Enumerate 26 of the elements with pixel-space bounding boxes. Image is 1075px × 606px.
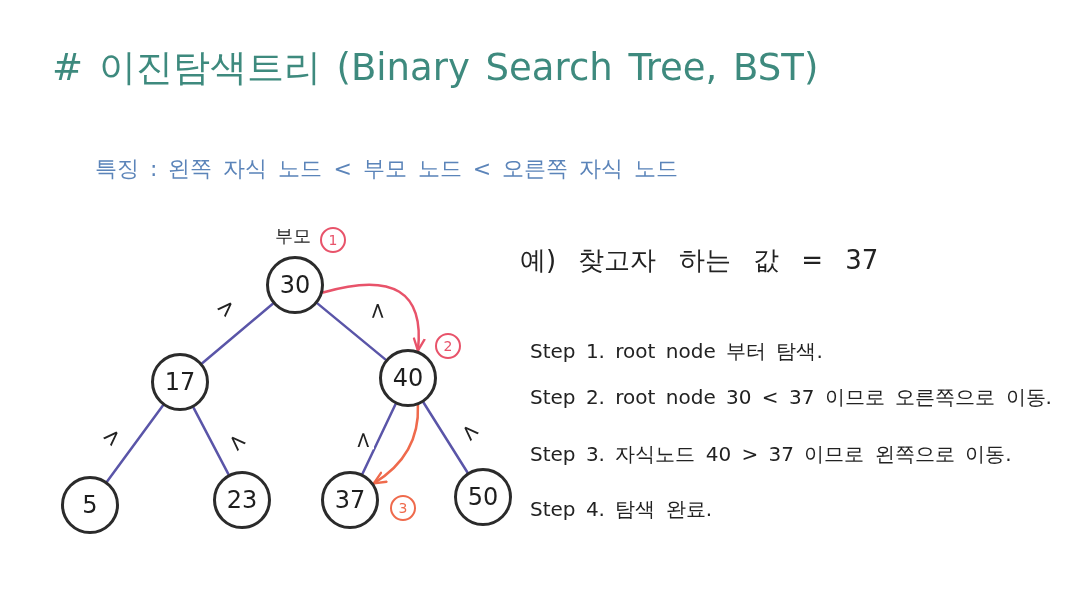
search-arrow bbox=[321, 283, 426, 352]
feature-note: 특징 : 왼쪽 자식 노드 < 부모 노드 < 오른쪽 자식 노드 bbox=[95, 156, 679, 182]
step-text: Step 3. 자식노드 40 > 37 이므로 왼쪽으로 이동. bbox=[530, 443, 1012, 466]
step-text: Step 2. root node 30 < 37 이므로 오른쪽으로 이동. bbox=[530, 386, 1052, 409]
tree-edge bbox=[200, 302, 275, 365]
tree-edge bbox=[105, 404, 165, 483]
tree-node: 5 bbox=[61, 476, 119, 534]
tree-node: 50 bbox=[454, 468, 512, 526]
tree-node: 37 bbox=[321, 471, 379, 529]
example-text: 예) 찾고자 하는 값 = 37 bbox=[520, 246, 879, 276]
tree-node: 23 bbox=[213, 471, 271, 529]
tree-edge bbox=[422, 401, 469, 474]
callout-number: 2 bbox=[435, 333, 461, 359]
step-text: Step 1. root node 부터 탐색. bbox=[530, 340, 823, 363]
node-caption: 부모 bbox=[275, 225, 311, 247]
step-text: Step 4. 탐색 완료. bbox=[530, 498, 713, 521]
tree-edge bbox=[316, 302, 387, 361]
tree-node: 40 bbox=[379, 349, 437, 407]
tree-edge bbox=[192, 406, 230, 476]
callout-number: 1 bbox=[320, 227, 346, 253]
tree-node: 17 bbox=[151, 353, 209, 411]
tree-node: 30 bbox=[266, 256, 324, 314]
callout-number: 3 bbox=[390, 495, 416, 521]
title: # 이진탐색트리 (Binary Search Tree, BST) bbox=[52, 47, 819, 90]
tree-edge bbox=[361, 402, 397, 476]
search-arrow bbox=[372, 404, 420, 485]
